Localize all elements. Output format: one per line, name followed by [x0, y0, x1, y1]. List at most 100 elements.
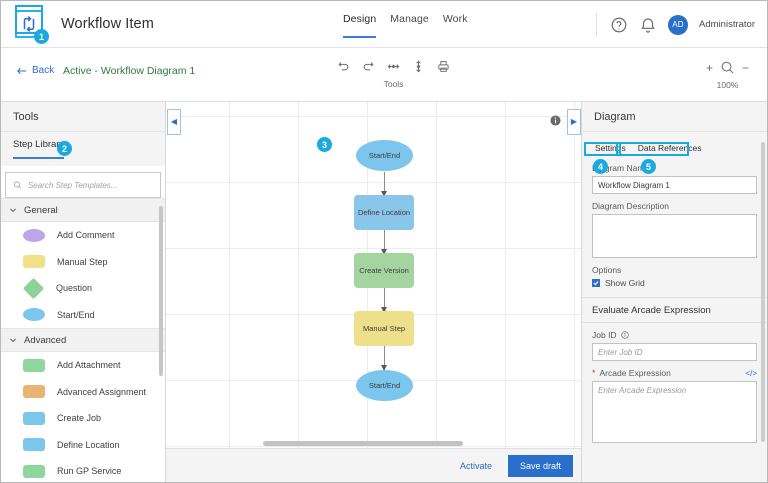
diagram-name-label: Diagram Name	[592, 163, 650, 173]
flow-node-create-version[interactable]: Create Version	[354, 253, 414, 288]
step-item-create-job[interactable]: Create Job	[1, 405, 165, 432]
shape-rect-icon	[23, 385, 45, 399]
flow-node-label: Start/End	[368, 381, 401, 390]
back-button[interactable]: Back	[17, 65, 54, 76]
shape-rect-icon	[23, 358, 45, 372]
step-item-add-attachment[interactable]: Add Attachment	[1, 352, 165, 379]
flow-node-label: Start/End	[368, 151, 401, 160]
step-item-question[interactable]: Question	[1, 275, 165, 302]
nav-item-manage[interactable]: Manage	[390, 13, 429, 25]
group-label-advanced: Advanced	[24, 334, 67, 346]
arcade-expression-input[interactable]: Enter Arcade Expression	[592, 381, 757, 443]
zoom-controls: + − 100%	[706, 60, 749, 91]
diagram-description-input[interactable]	[592, 214, 757, 258]
tool-icon-group	[337, 60, 450, 73]
step-item-add-comment[interactable]: Add Comment	[1, 222, 165, 249]
app-logo[interactable]	[1, 1, 57, 48]
collapse-right-panel-button[interactable]: ▶	[567, 109, 581, 135]
redo-icon[interactable]	[362, 60, 375, 73]
show-grid-checkbox[interactable]	[592, 279, 600, 287]
nav-item-design[interactable]: Design	[343, 13, 377, 38]
header-divider	[596, 12, 598, 37]
step-item-advanced-assignment[interactable]: Advanced Assignment	[1, 379, 165, 406]
info-circle-icon[interactable]	[550, 115, 561, 126]
search-input[interactable]	[27, 180, 153, 190]
shape-rect-icon	[23, 464, 45, 478]
zoom-level: 100%	[716, 80, 739, 90]
print-icon[interactable]	[437, 60, 450, 73]
right-panel-scrollbar[interactable]	[761, 142, 765, 442]
step-label: Manual Step	[57, 256, 108, 267]
page-title: Workflow Item	[61, 16, 154, 32]
collapse-left-panel-button[interactable]: ◀	[167, 109, 181, 135]
show-grid-row[interactable]: Show Grid	[582, 278, 767, 288]
callout-badge-1: 1	[34, 29, 49, 44]
tab-data-references[interactable]: Data References	[637, 143, 702, 153]
chevron-right-icon: ▶	[570, 117, 578, 126]
callout-badge-3: 3	[317, 137, 332, 152]
flow-node-manual-step[interactable]: Manual Step	[354, 311, 414, 346]
document-title: Active - Workflow Diagram 1	[63, 65, 196, 77]
options-label: Options	[592, 265, 622, 275]
chevron-down-icon	[10, 208, 16, 213]
step-item-run-gp-service[interactable]: Run GP Service	[1, 458, 165, 482]
zoom-out-button[interactable]: −	[741, 60, 749, 75]
show-grid-label: Show Grid	[605, 278, 645, 288]
step-item-define-location[interactable]: Define Location	[1, 432, 165, 459]
diagram-description-label: Diagram Description	[592, 201, 669, 211]
connector-arrow	[381, 230, 387, 255]
zoom-in-button[interactable]: +	[705, 60, 713, 75]
magnifier-icon[interactable]	[720, 60, 735, 75]
activate-button[interactable]: Activate	[459, 460, 492, 471]
tools-label: Tools	[383, 79, 404, 89]
zoom-row: + −	[706, 60, 749, 75]
diagram-canvas[interactable]: Start/End Define Location Create Version…	[166, 102, 581, 448]
shape-rect-icon	[23, 255, 45, 269]
group-header-general[interactable]: General	[1, 198, 165, 222]
tools-panel-title: Tools	[1, 102, 165, 132]
flow-node-label: Manual Step	[362, 324, 406, 333]
undo-icon[interactable]	[337, 60, 350, 73]
shape-diamond-icon	[22, 277, 45, 299]
canvas-horizontal-scrollbar[interactable]	[263, 441, 463, 446]
group-header-advanced[interactable]: Advanced	[1, 328, 165, 352]
tools-panel-tabs: Step Library	[1, 132, 165, 166]
flow-node-label: Define Location	[357, 208, 411, 217]
info-circle-icon[interactable]	[620, 331, 629, 339]
tab-settings[interactable]: Settings	[592, 141, 629, 156]
callout-badge-4: 4	[593, 159, 608, 174]
flow-node-start-end-bottom[interactable]: Start/End	[356, 370, 413, 401]
properties-panel-title: Diagram	[582, 102, 767, 132]
chevron-down-icon	[10, 338, 16, 343]
arrow-left-icon	[17, 67, 27, 74]
step-label: Define Location	[57, 439, 120, 450]
flow-node-define-location[interactable]: Define Location	[354, 195, 414, 230]
avatar[interactable]: AD	[668, 14, 689, 35]
step-item-start-end[interactable]: Start/End	[1, 302, 165, 329]
save-draft-button[interactable]: Save draft	[507, 454, 573, 477]
align-vertical-icon[interactable]	[412, 60, 425, 73]
align-horizontal-icon[interactable]	[387, 60, 400, 73]
flow-node-start-end-top[interactable]: Start/End	[356, 140, 413, 171]
properties-tabs: Settings Data References	[582, 132, 767, 156]
chevron-left-icon: ◀	[170, 117, 178, 126]
step-label: Run GP Service	[57, 466, 122, 477]
sub-header: Back Active - Workflow Diagram 1	[1, 48, 767, 102]
code-brackets-icon[interactable]: </>	[745, 368, 757, 378]
connector-arrow	[381, 288, 387, 313]
nav-item-work[interactable]: Work	[442, 13, 468, 25]
shape-rect-icon	[23, 438, 45, 452]
job-id-input[interactable]: Enter Job ID	[592, 343, 757, 361]
job-id-label-row: Job ID	[582, 323, 767, 343]
left-panel-scrollbar[interactable]	[159, 206, 163, 376]
user-name[interactable]: Administrator	[699, 19, 755, 30]
tab-step-library[interactable]: Step Library	[13, 139, 65, 159]
diagram-name-input[interactable]: Workflow Diagram 1	[592, 176, 757, 194]
question-circle-icon[interactable]	[610, 16, 628, 34]
search-step-templates[interactable]	[5, 172, 161, 198]
shape-ellipse-icon	[23, 228, 45, 242]
step-item-manual-step[interactable]: Manual Step	[1, 249, 165, 276]
bell-icon[interactable]	[639, 16, 657, 34]
step-label: Add Attachment	[57, 360, 121, 371]
